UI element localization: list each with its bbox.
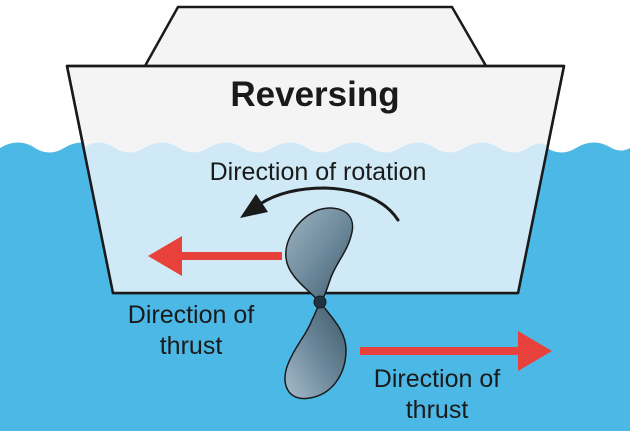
- propeller-blade-lower: [284, 300, 347, 400]
- propeller-hub: [313, 295, 327, 309]
- thrust-left-label-line2: thrust: [160, 332, 223, 360]
- thrust-right-label-line1: Direction of: [374, 365, 500, 393]
- thrust-right-label-line2: thrust: [406, 396, 469, 424]
- cabin: [143, 5, 488, 67]
- propeller-icon: [284, 207, 354, 400]
- thrust-arrow-left-icon: [148, 236, 282, 276]
- thrust-left-label-line1: Direction of: [128, 301, 254, 329]
- rotation-arrow-icon: [240, 186, 400, 222]
- propeller-blade-upper: [285, 207, 354, 304]
- hull-outline: [65, 64, 566, 295]
- title: Reversing: [230, 75, 399, 114]
- rotation-label: Direction of rotation: [210, 158, 427, 186]
- thrust-arrow-right-icon: [360, 331, 552, 371]
